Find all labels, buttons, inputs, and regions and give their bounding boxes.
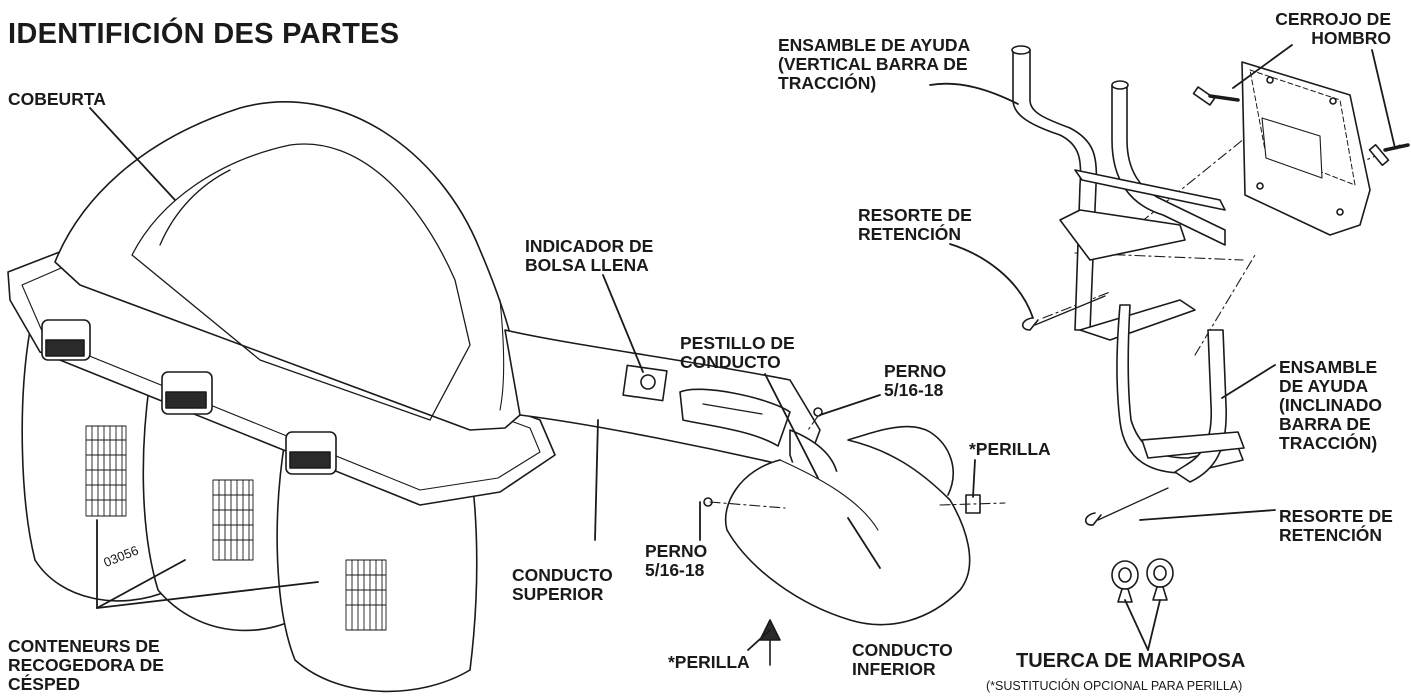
leader-bolt-upper: [819, 394, 881, 416]
leader-bag-full: [602, 274, 644, 373]
label-chute-latch: PESTILLO DE CONDUCTO: [680, 333, 795, 372]
leader-wing-nut-2: [1147, 599, 1161, 651]
leader-support-vertical: [929, 82, 1019, 105]
label-wing-nut-note: (*SUSTITUCIÓN OPCIONAL PARA PERILLA): [986, 679, 1243, 693]
shoulder-bolts-drawing: [1192, 86, 1410, 167]
support-inclined-drawing: [1116, 304, 1245, 483]
leader-knob-lower: [747, 629, 771, 651]
page-title: IDENTIFICIÓN DES PARTES: [8, 18, 400, 50]
bag-mesh: [85, 425, 387, 631]
leader-support-inclined: [1221, 364, 1276, 399]
leader-container-3: [96, 581, 319, 609]
label-containers: CONTENEURS DE RECOGEDORA DE CÉSPED: [8, 636, 164, 694]
label-wing-nut: TUERCA DE MARIPOSA: [1016, 650, 1246, 672]
label-lower-chute: CONDUCTO INFERIOR: [852, 640, 953, 679]
label-bolt-lower: PERNO 5/16-18: [645, 541, 708, 580]
label-cover: COBEURTA: [8, 89, 106, 109]
leader-cover: [89, 107, 176, 201]
leader-container-2: [96, 559, 186, 609]
label-support-inclined: ENSAMBLE DE AYUDA (INCLINADO BARRA DE TR…: [1279, 357, 1383, 453]
label-support-vertical: ENSAMBLE DE AYUDA (VERTICAL BARRA DE TRA…: [778, 35, 971, 93]
label-knob-right: *PERILLA: [969, 439, 1051, 459]
tray-latches: [41, 319, 337, 475]
support-vertical-drawing: [1011, 45, 1226, 341]
leader-lower-chute: [847, 517, 881, 569]
chute-drawing: [504, 329, 981, 666]
lower-chute: [724, 425, 971, 626]
leader-shoulder-bolt-right: [1371, 49, 1396, 149]
leader-spring-upper: [949, 243, 1034, 319]
mounting-plate-drawing: [1241, 61, 1371, 236]
grass-catcher-drawing: [7, 100, 556, 693]
label-knob-lower: *PERILLA: [668, 652, 750, 672]
leader-wing-nut-1: [1124, 599, 1149, 651]
leader-upper-chute: [594, 419, 599, 541]
label-shoulder-bolt: CERROJO DE HOMBRO: [1275, 9, 1391, 48]
leader-knob-right: [972, 459, 976, 498]
wing-nuts-drawing: [1111, 558, 1174, 603]
leader-chute-latch: [764, 373, 819, 479]
label-upper-chute: CONDUCTO SUPERIOR: [512, 565, 613, 604]
retention-springs-drawing: [1021, 295, 1169, 526]
leader-shoulder-bolt-left: [1232, 44, 1293, 89]
leader-spring-lower: [1139, 509, 1276, 521]
label-retention-spring-lower: RESORTE DE RETENCIÓN: [1279, 506, 1393, 545]
leader-lines: [89, 44, 1396, 651]
label-bag-full-indicator: INDICADOR DE BOLSA LLENA: [525, 236, 654, 275]
label-bolt-upper: PERNO 5/16-18: [884, 361, 947, 400]
label-retention-spring-upper: RESORTE DE RETENCIÓN: [858, 205, 972, 244]
